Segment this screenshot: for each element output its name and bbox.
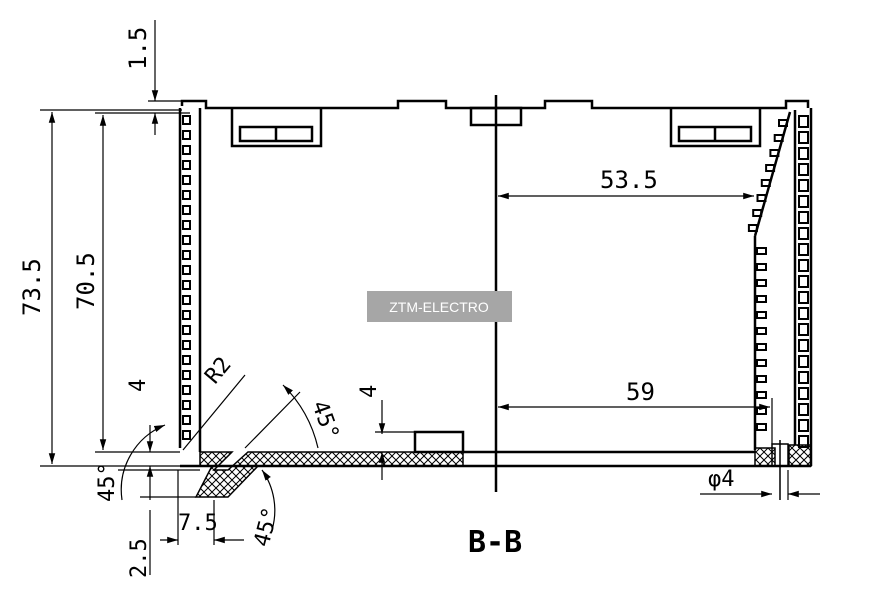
left-wall-slots <box>182 115 191 440</box>
right-slot <box>798 275 809 288</box>
dim-angle-left: 45° <box>95 462 120 502</box>
panel-slot <box>756 359 767 367</box>
panel-slot <box>756 295 767 303</box>
left-slot <box>182 220 191 230</box>
dim-angle-lower: 45° <box>250 505 284 550</box>
slant-slot <box>747 224 758 232</box>
dim-hole-diameter: φ4 <box>708 467 735 492</box>
left-slot <box>182 415 191 425</box>
watermark-text: ZTM-ELECTRO <box>389 299 489 315</box>
right-slot <box>798 115 809 128</box>
slant-slot <box>769 149 780 157</box>
dim-width-lower: 59 <box>626 378 655 406</box>
right-slot <box>798 307 809 320</box>
base-foot <box>413 430 465 454</box>
right-slot <box>798 259 809 272</box>
dim-total-height: 73.5 <box>18 258 46 316</box>
right-slot <box>798 227 809 240</box>
slant-slot <box>778 119 788 127</box>
left-slot <box>182 250 191 260</box>
right-slot <box>798 323 809 336</box>
left-slot <box>182 295 191 305</box>
panel-slot <box>756 375 767 383</box>
dim-foot-width: 7.5 <box>178 511 218 536</box>
left-slot <box>182 145 191 155</box>
left-slot <box>182 115 191 125</box>
panel-slot <box>756 343 767 351</box>
left-slot <box>182 355 191 365</box>
left-slot <box>182 235 191 245</box>
panel-slot <box>756 263 767 271</box>
left-slot <box>182 175 191 185</box>
dimension-lines <box>40 20 820 575</box>
right-slot <box>798 371 809 384</box>
right-slot <box>798 339 809 352</box>
right-slot <box>798 355 809 368</box>
panel-slot <box>756 247 767 255</box>
hatched-base <box>194 444 812 498</box>
panel-slot <box>756 391 767 399</box>
right-slot <box>798 291 809 304</box>
left-slot <box>182 400 191 410</box>
panel-slot <box>756 311 767 319</box>
dim-width-upper: 53.5 <box>600 166 658 194</box>
dim-step-height: 4 <box>357 385 382 398</box>
left-slot <box>182 190 191 200</box>
right-slot <box>798 131 809 144</box>
section-title: B-B <box>468 525 522 560</box>
dim-radius: R2 <box>200 352 236 388</box>
inner-panel-slots <box>747 119 788 431</box>
left-slot <box>182 310 191 320</box>
right-slot <box>798 179 809 192</box>
dim-angle-upper: 45° <box>306 398 343 444</box>
panel-slot <box>756 279 767 287</box>
left-slot <box>182 265 191 275</box>
dim-wall-top: 1.5 <box>124 27 152 70</box>
right-wall-slots <box>798 115 809 448</box>
left-slot <box>182 340 191 350</box>
left-slot <box>182 205 191 215</box>
right-slot <box>798 403 809 416</box>
slant-slot <box>756 194 767 202</box>
latch-pocket-left <box>230 108 323 148</box>
panel-slot <box>756 407 767 415</box>
hole-pin <box>771 440 789 500</box>
slant-slot <box>765 164 776 172</box>
watermark: ZTM-ELECTRO <box>367 291 512 322</box>
slant-slot <box>773 134 784 142</box>
dim-foot-height: 4 <box>126 379 151 392</box>
left-slot <box>182 430 191 440</box>
left-slot <box>182 160 191 170</box>
dim-inner-height: 70.5 <box>72 252 100 310</box>
right-slot <box>798 195 809 208</box>
right-slot <box>798 163 809 176</box>
latch-pocket-right <box>669 108 762 148</box>
left-slot <box>182 385 191 395</box>
left-slot <box>182 325 191 335</box>
right-slot <box>798 387 809 400</box>
slant-slot <box>760 179 771 187</box>
left-slot <box>182 280 191 290</box>
right-slot <box>798 419 809 432</box>
right-slot <box>798 211 809 224</box>
panel-slot <box>756 423 767 431</box>
slant-slot <box>752 209 763 217</box>
left-slot <box>182 130 191 140</box>
panel-slot <box>756 327 767 335</box>
right-slot <box>798 147 809 160</box>
right-slot <box>798 243 809 256</box>
left-slot <box>182 370 191 380</box>
dim-foot-depth: 2.5 <box>127 538 152 578</box>
